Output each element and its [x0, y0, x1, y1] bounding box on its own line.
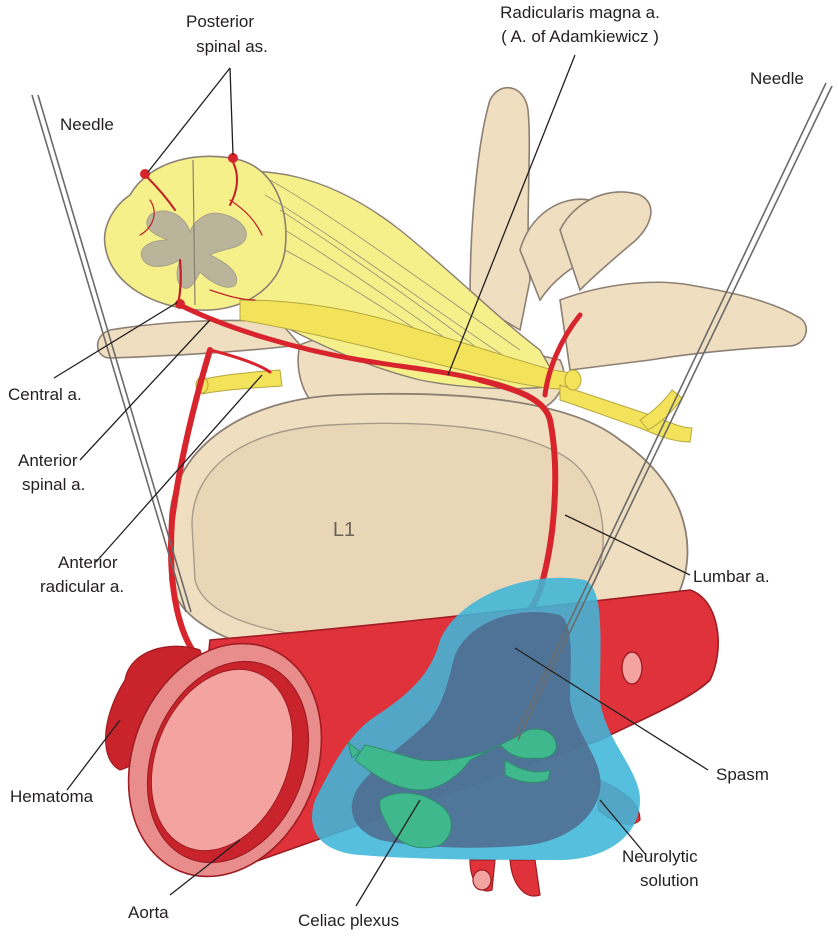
- label-celiac-plexus: Celiac plexus: [298, 911, 399, 930]
- label-neurolytic-line2: solution: [640, 871, 699, 890]
- label-central-artery: Central a.: [8, 385, 82, 404]
- label-needle-left: Needle: [60, 115, 114, 134]
- label-lumbar-artery: Lumbar a.: [693, 567, 770, 586]
- label-anterior-radicular-line2: radicular a.: [40, 577, 124, 596]
- label-radicularis-magna-line1: Radicularis magna a.: [500, 3, 660, 22]
- label-spasm: Spasm: [716, 765, 769, 784]
- label-radicularis-magna-line2: ( A. of Adamkiewicz ): [501, 27, 659, 46]
- label-vertebra-l1: L1: [333, 519, 355, 541]
- label-neurolytic-line1: Neurolytic: [622, 847, 698, 866]
- label-anterior-spinal-line2: spinal a.: [22, 475, 85, 494]
- label-hematoma: Hematoma: [10, 787, 94, 806]
- label-posterior-spinal-line2: spinal as.: [196, 37, 268, 56]
- label-anterior-radicular-line1: Anterior: [58, 553, 118, 572]
- label-aorta: Aorta: [128, 903, 169, 922]
- label-needle-right: Needle: [750, 69, 804, 88]
- label-posterior-spinal-line1: Posterior: [186, 12, 254, 31]
- label-anterior-spinal-line1: Anterior: [18, 451, 78, 470]
